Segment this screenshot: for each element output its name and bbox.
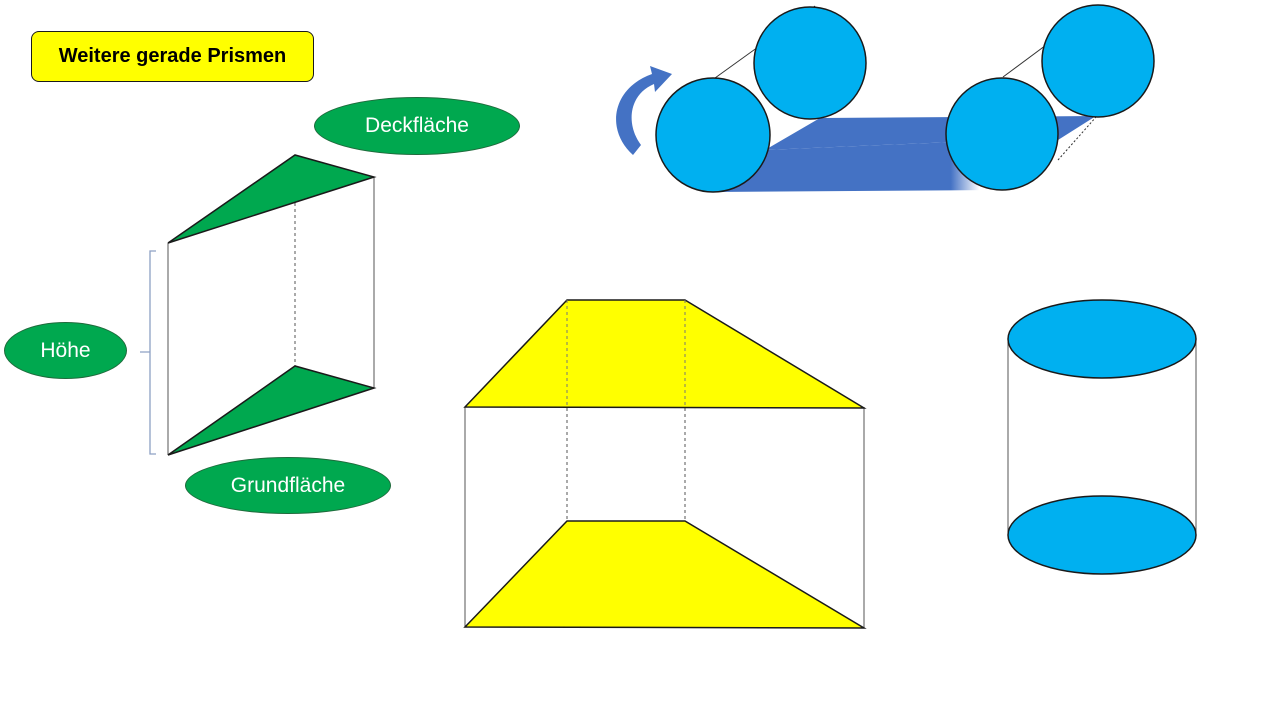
trap-top-face [463,299,867,409]
title-box: Weitere gerade Prismen [31,31,314,82]
triangular-prism [140,154,377,456]
cylinder-circle-front-right [945,77,1059,191]
roll-line-3 [1057,116,1097,161]
cylinder-circle-back-left [753,6,867,120]
cylinder-top [1007,299,1197,379]
band-rolled [713,140,1003,192]
base-face-triangle [167,365,377,456]
rolling-cylinders [616,4,1155,193]
height-label: Höhe [4,322,127,379]
cylinder-circle-front-left [655,77,771,193]
top-face-triangle [167,154,377,244]
cylinder-base [1007,495,1197,575]
height-bracket [140,250,156,455]
trapezoid-prism [463,299,867,629]
cylinder [1007,299,1197,575]
trap-base-face [463,520,867,629]
curved-arrow-icon [616,66,672,155]
base-face-label: Grundfläche [185,457,391,514]
cylinder-circle-back-right [1041,4,1155,118]
top-face-label: Deckfläche [314,97,520,155]
